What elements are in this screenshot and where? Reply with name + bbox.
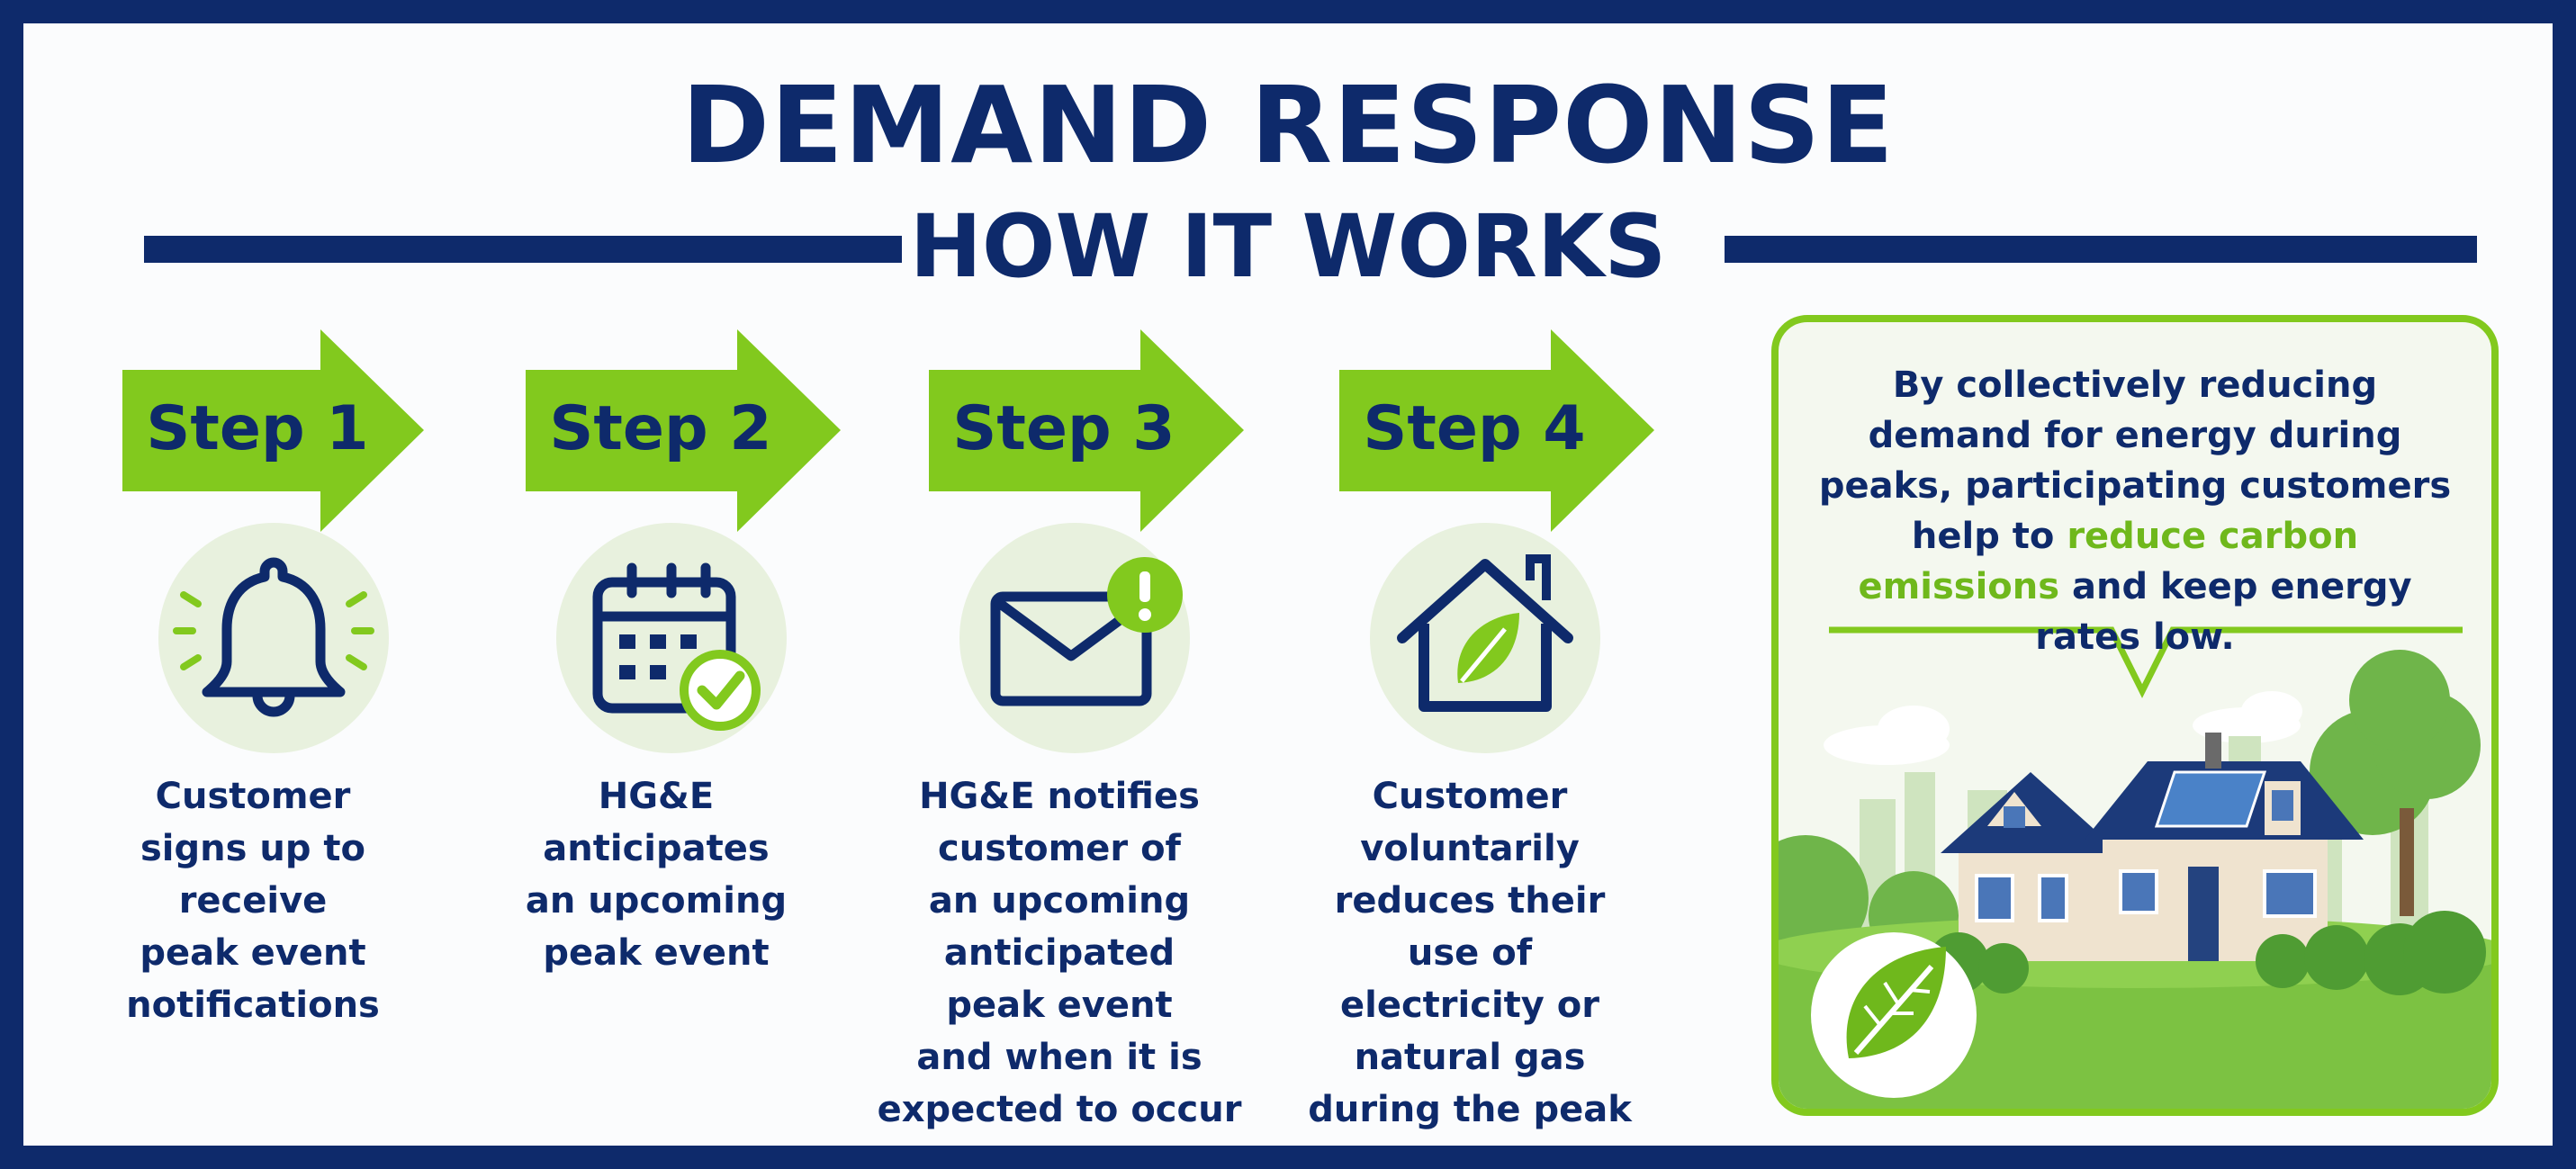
step-description: Customer signs up to receive peak event … bbox=[126, 776, 380, 1026]
bell-icon bbox=[173, 557, 374, 717]
icon-circle bbox=[1370, 523, 1600, 753]
divider-right bbox=[1725, 236, 2477, 263]
panel-text-end: and keep energy rates low. bbox=[2035, 566, 2412, 658]
step-arrow bbox=[122, 329, 424, 532]
divider-left bbox=[144, 236, 902, 263]
calendar-check-icon bbox=[592, 562, 761, 731]
step-description: HG&E anticipates an upcoming peak event bbox=[525, 776, 788, 974]
step-arrow bbox=[1339, 329, 1654, 532]
step-label: Step 3 bbox=[952, 393, 1175, 464]
panel-message: By collectively reducing demand for ener… bbox=[1806, 360, 2464, 662]
step-1: Step 1 Customer signs up to receive peak… bbox=[122, 329, 527, 1139]
icon-circle bbox=[158, 523, 389, 753]
step-4: Step 4 Customer voluntarily reduces thei… bbox=[1308, 329, 1744, 1139]
icon-circle bbox=[556, 523, 787, 753]
panel-highlight: reduce carbon emissions bbox=[1858, 516, 2359, 607]
page-subtitle: HOW IT WORKS bbox=[909, 196, 1667, 297]
house-landscape-illustration bbox=[1779, 626, 2491, 1109]
step-description: Customer voluntarily reduces their use o… bbox=[1308, 776, 1632, 1130]
step-3: Step 3 HG&E notifies customer of an upco… bbox=[878, 329, 1334, 1139]
step-label: Step 1 bbox=[146, 393, 369, 464]
step-arrow bbox=[929, 329, 1244, 532]
step-label: Step 2 bbox=[549, 393, 772, 464]
step-label: Step 4 bbox=[1363, 393, 1586, 464]
page-title: DEMAND RESPONSE bbox=[681, 63, 1895, 187]
step-2: Step 2 HG&E anticipates an upcoming peak… bbox=[526, 329, 931, 1139]
info-panel: By collectively reducing demand for ener… bbox=[1771, 315, 2499, 1116]
panel-text-start: By collectively reducing demand for ener… bbox=[1818, 364, 2452, 557]
house-leaf-icon bbox=[1397, 554, 1573, 712]
icon-circle bbox=[959, 523, 1190, 753]
step-description: HG&E notifies customer of an upcoming an… bbox=[877, 776, 1242, 1130]
envelope-alert-icon bbox=[990, 557, 1183, 706]
step-arrow bbox=[526, 329, 841, 532]
